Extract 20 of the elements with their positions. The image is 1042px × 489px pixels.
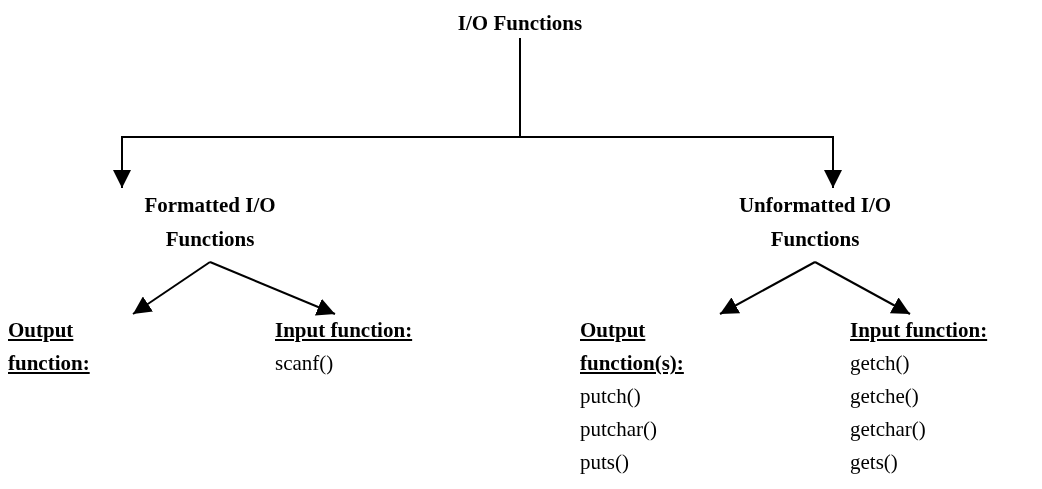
- function-name: gets(): [850, 449, 899, 476]
- arrow: [132, 261, 211, 315]
- arrow: [719, 261, 816, 315]
- heading-text: I/O Functions: [456, 10, 584, 37]
- category-heading: Input function:: [275, 317, 414, 344]
- function-name: getchar(): [850, 416, 927, 443]
- category-heading: Output function:: [8, 317, 91, 377]
- function-name: getche(): [850, 383, 920, 410]
- function-name: putchar(): [580, 416, 658, 443]
- heading-text: Formatted I/O Functions: [143, 192, 277, 253]
- function-name: puts(): [580, 449, 630, 476]
- arrow: [519, 37, 842, 189]
- category-heading: Output function(s):: [580, 317, 685, 377]
- function-name: getch(): [850, 350, 911, 377]
- function-name: putch(): [580, 383, 642, 410]
- function-name: scanf(): [275, 350, 335, 377]
- arrow: [814, 261, 911, 315]
- arrow: [209, 261, 336, 316]
- category-heading: Input function:: [850, 317, 989, 344]
- heading-text: Unformatted I/O Functions: [737, 192, 893, 253]
